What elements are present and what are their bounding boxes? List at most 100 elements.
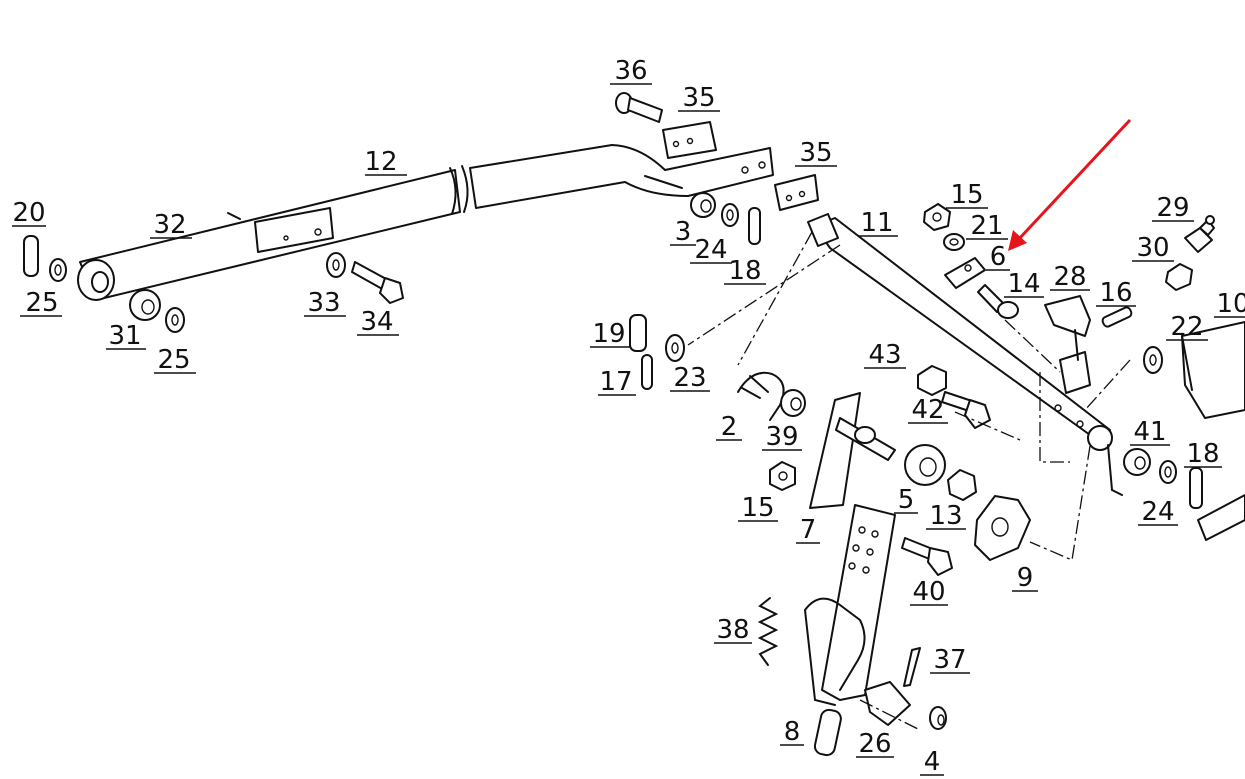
plate-35a (662, 121, 717, 159)
label-22: 22 (1166, 312, 1208, 342)
svg-text:36: 36 (614, 56, 647, 86)
label-8: 8 (780, 717, 804, 747)
label-18: 18 (1184, 439, 1222, 469)
svg-text:20: 20 (12, 198, 45, 228)
clip-28 (1044, 295, 1091, 361)
svg-text:11: 11 (860, 208, 893, 238)
pointer-arrow (1008, 118, 1132, 251)
label-25: 25 (154, 345, 196, 375)
svg-text:19: 19 (592, 319, 625, 349)
svg-text:21: 21 (970, 211, 1003, 241)
shaft-stub (644, 175, 683, 189)
part-labels: 36 35 35 12 20 32 25 31 25 33 34 3 24 18… (12, 56, 1245, 777)
arm-12 (79, 144, 774, 301)
label-42: 42 (908, 395, 948, 425)
svg-text:8: 8 (784, 717, 801, 747)
label-34: 34 (357, 307, 399, 337)
label-24: 24 (690, 235, 732, 265)
label-4: 4 (920, 747, 944, 777)
spring-2 (737, 371, 785, 421)
label-20: 20 (12, 198, 46, 228)
washer-23 (665, 334, 685, 362)
washer-24b (1159, 460, 1177, 484)
svg-text:32: 32 (153, 210, 186, 240)
nut-15a (923, 203, 951, 231)
svg-text:24: 24 (694, 235, 727, 265)
bolt-36 (615, 92, 663, 123)
washer-25a (49, 258, 67, 282)
bushing-39 (780, 389, 806, 417)
pin-17 (641, 354, 653, 390)
svg-text:10: 10 (1216, 289, 1245, 319)
bushing-5 (904, 444, 946, 486)
label-15: 15 (738, 493, 778, 523)
label-43: 43 (864, 340, 906, 370)
spring-right (1197, 494, 1245, 541)
label-21: 21 (966, 211, 1008, 241)
svg-text:3: 3 (675, 217, 692, 247)
svg-text:42: 42 (911, 395, 944, 425)
label-17: 17 (598, 367, 636, 397)
svg-text:13: 13 (929, 501, 962, 531)
svg-text:16: 16 (1099, 278, 1132, 308)
svg-text:38: 38 (716, 615, 749, 645)
svg-text:35: 35 (682, 83, 715, 113)
pin-19 (629, 314, 647, 352)
svg-text:33: 33 (307, 288, 340, 318)
label-33: 33 (304, 288, 346, 318)
washer-21 (943, 233, 965, 251)
assembly-lines (687, 231, 1131, 731)
label-14: 14 (1004, 269, 1044, 299)
svg-text:25: 25 (157, 345, 190, 375)
bushing-3 (690, 192, 716, 218)
label-2: 2 (716, 412, 742, 442)
label-5: 5 (894, 485, 918, 515)
cover-10 (1181, 321, 1245, 419)
plate-7 (809, 392, 896, 509)
label-40: 40 (910, 577, 948, 607)
label-30: 30 (1132, 233, 1174, 263)
label-25: 25 (20, 288, 62, 318)
label-7: 7 (796, 515, 820, 545)
label-15: 15 (946, 180, 988, 210)
cam-9 (974, 495, 1031, 561)
label-39: 39 (762, 422, 802, 452)
label-13: 13 (926, 501, 966, 531)
svg-text:6: 6 (990, 242, 1007, 272)
label-37: 37 (930, 645, 970, 675)
spring-38 (757, 597, 779, 666)
svg-text:25: 25 (25, 288, 58, 318)
svg-text:15: 15 (950, 180, 983, 210)
svg-text:28: 28 (1053, 262, 1086, 292)
svg-text:9: 9 (1017, 563, 1034, 593)
svg-text:29: 29 (1156, 193, 1189, 223)
svg-text:12: 12 (364, 147, 397, 177)
bolt-34 (351, 261, 404, 304)
svg-text:26: 26 (858, 729, 891, 759)
svg-text:23: 23 (673, 363, 706, 393)
clip-4 (929, 706, 947, 730)
svg-text:24: 24 (1141, 497, 1174, 527)
block-26 (864, 681, 911, 726)
svg-text:17: 17 (599, 367, 632, 397)
bushing-41 (1123, 448, 1151, 476)
label-41: 41 (1130, 417, 1170, 447)
nipple-29 (1184, 215, 1215, 253)
svg-text:41: 41 (1133, 417, 1166, 447)
label-9: 9 (1012, 563, 1038, 593)
bolt-40 (901, 537, 953, 576)
bolt-14 (977, 284, 1019, 319)
label-19: 19 (590, 319, 630, 349)
bushing-left (77, 259, 115, 301)
svg-text:22: 22 (1170, 312, 1203, 342)
label-38: 38 (714, 615, 752, 645)
label-3: 3 (670, 217, 696, 247)
pin-18b (1189, 467, 1203, 509)
svg-text:39: 39 (765, 422, 798, 452)
svg-text:35: 35 (799, 138, 832, 168)
svg-text:4: 4 (924, 747, 941, 777)
washer-33 (326, 252, 346, 278)
bushing-31 (129, 289, 161, 321)
svg-text:7: 7 (800, 515, 817, 545)
